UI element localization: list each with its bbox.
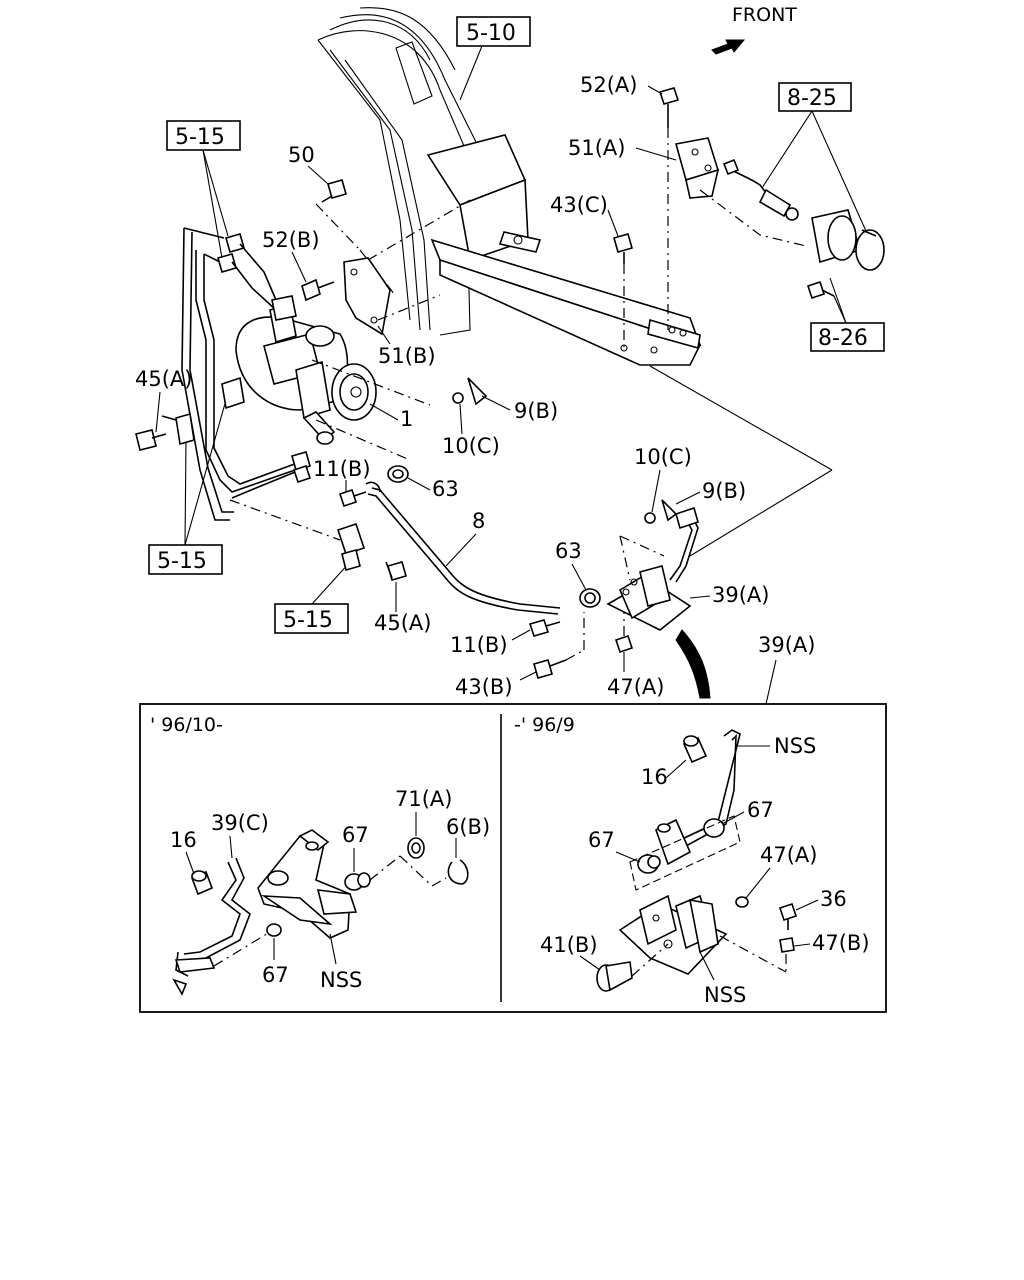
ref-box-5-10[interactable]: 5-10 [456,16,531,47]
callout-43c: 43(C) [550,193,608,217]
callout-8: 8 [472,509,485,533]
inset-left-panel: ' 96/10- [150,714,490,996]
bracket-51a [674,137,720,199]
inset-left-parts [172,829,469,996]
inset-left-period: ' 96/10- [150,714,223,736]
inset-right-callout-nss-top: NSS [774,734,816,758]
callout-10c-mid: 10(C) [634,445,692,469]
callout-63-mid: 63 [555,539,582,563]
pin-11b-bot [528,619,561,637]
ref-box-5-15-mid[interactable]: 5-15 [148,544,223,575]
grommet-63-top [387,465,409,483]
ref-5-15-mid-label: 5-15 [157,549,207,574]
inset-right-callout-47a: 47(A) [760,843,817,867]
washer-10c-top [452,392,464,404]
pin-11b-top [338,488,367,508]
clip-5-15-upper [161,376,245,446]
cab-body-outline [317,7,481,336]
callout-11b-top: 11(B) [313,457,371,481]
ref-8-25-label: 8-25 [787,86,837,111]
bolt-52a [658,87,680,128]
inset-right-panel: -' 96/9 [514,714,870,1007]
inset-right-callout-nss-bot: NSS [704,983,746,1007]
ref-box-8-25[interactable]: 8-25 [778,82,852,112]
callout-63-top: 63 [432,477,459,501]
inset-right-callout-67-left: 67 [588,828,615,852]
ref-5-10-label: 5-10 [466,21,516,46]
callout-9b-mid: 9(B) [702,479,746,503]
ref-8-26-label: 8-26 [818,326,868,351]
lever-39a [606,506,699,631]
inset-left-callout-67-upper: 67 [342,823,369,847]
callout-9b-top: 9(B) [514,399,558,423]
callout-50: 50 [288,143,315,167]
frame-crossmember [426,134,702,366]
bolt-45a-top [135,429,167,451]
inset-left-callout-16: 16 [170,828,197,852]
inset-detail-box [139,703,887,1013]
pipe-assembly-5-15 [181,227,312,521]
inset-left-callout-nss: NSS [320,968,362,992]
inset-right-callout-67-right: 67 [747,798,774,822]
inset-right-parts [596,729,798,992]
bracket-51b [343,257,391,336]
ref-box-5-15-bot[interactable]: 5-15 [274,603,349,634]
inset-right-callout-41b: 41(B) [540,933,598,957]
relay-8-25 [811,209,885,271]
ref-5-15-bot-label: 5-15 [283,608,333,633]
control-rod-8 [365,481,561,615]
bolt-43b [533,659,567,679]
bolt-45a-bot [385,561,407,581]
callout-52b: 52(B) [262,228,320,252]
grommet-63-mid [579,588,601,608]
bolt-8-26 [806,280,835,300]
bolt-50 [321,179,347,203]
inset-left-callout-67-lower: 67 [262,963,289,987]
detail-arrow-icon [675,629,711,699]
callout-52a: 52(A) [580,73,637,97]
inset-left-callout-71a: 71(A) [395,787,452,811]
heater-valve [235,295,377,445]
washer-10c-mid [644,512,656,524]
callout-11b-bot: 11(B) [450,633,508,657]
inset-left-callout-6b: 6(B) [446,815,490,839]
front-indicator: FRONT [711,4,797,55]
bolt-52b [301,278,335,302]
callout-1: 1 [400,407,413,431]
callout-39a: 39(A) [712,583,769,607]
callout-43b: 43(B) [455,675,513,699]
callout-51a: 51(A) [568,136,625,160]
inset-right-callout-36: 36 [820,887,847,911]
front-arrow-icon [711,39,746,55]
clip-5-15-lower [336,522,366,571]
ref-box-5-15-top[interactable]: 5-15 [166,120,241,151]
callout-39a-inset: 39(A) [758,633,815,657]
callout-47a: 47(A) [607,675,664,699]
front-label: FRONT [732,4,797,26]
nut-47a [614,634,634,654]
callout-10c-top: 10(C) [442,434,500,458]
inset-right-period: -' 96/9 [514,714,575,736]
inset-right-callout-16: 16 [641,765,668,789]
ref-box-8-26[interactable]: 8-26 [810,322,885,352]
callout-51b: 51(B) [378,344,436,368]
pin-9b-top [467,377,488,406]
ref-5-15-top-label: 5-15 [175,125,225,150]
sensor-harness [699,158,807,247]
callout-45a-bot: 45(A) [374,611,431,635]
inset-left-callout-39c: 39(C) [211,811,269,835]
inset-right-callout-47b: 47(B) [812,931,870,955]
callout-45a-top: 45(A) [135,367,192,391]
pin-9b-mid [661,499,678,522]
bolt-43c [613,233,633,264]
